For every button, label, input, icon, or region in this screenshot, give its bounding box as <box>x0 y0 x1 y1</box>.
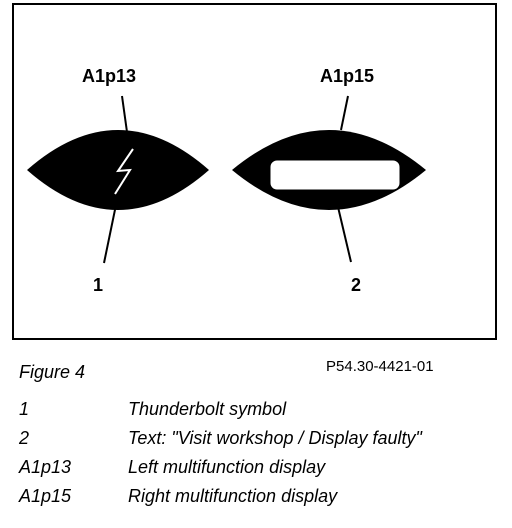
leader-line-2 <box>333 189 352 263</box>
leader-line-a1p15 <box>340 95 349 131</box>
callout-1: 1 <box>93 275 103 295</box>
legend-key: A1p13 <box>19 457 72 477</box>
legend-key: 2 <box>19 428 30 448</box>
display-text-window <box>269 159 401 191</box>
figure-frame <box>12 3 497 340</box>
legend-description: Right multifunction display <box>128 486 338 506</box>
leader-line-a1p13 <box>121 95 128 133</box>
figure-reference: P54.30-4421-01 <box>326 358 434 375</box>
instrument-cluster-diagram: A1p13 A1p15 1 2 <box>27 66 426 295</box>
thunderbolt-icon <box>114 148 134 195</box>
legend-description: Thunderbolt symbol <box>128 399 287 419</box>
callout-2: 2 <box>351 275 361 295</box>
figure-caption: Figure 4 <box>19 362 86 382</box>
legend-key: A1p15 <box>19 486 72 506</box>
legend-description: Left multifunction display <box>128 457 326 477</box>
label-a1p15: A1p15 <box>320 66 374 86</box>
label-a1p13: A1p13 <box>82 66 136 86</box>
legend-description: Text: "Visit workshop / Display faulty" <box>128 428 422 448</box>
legend-key: 1 <box>19 399 30 419</box>
leader-line-1 <box>103 199 118 264</box>
